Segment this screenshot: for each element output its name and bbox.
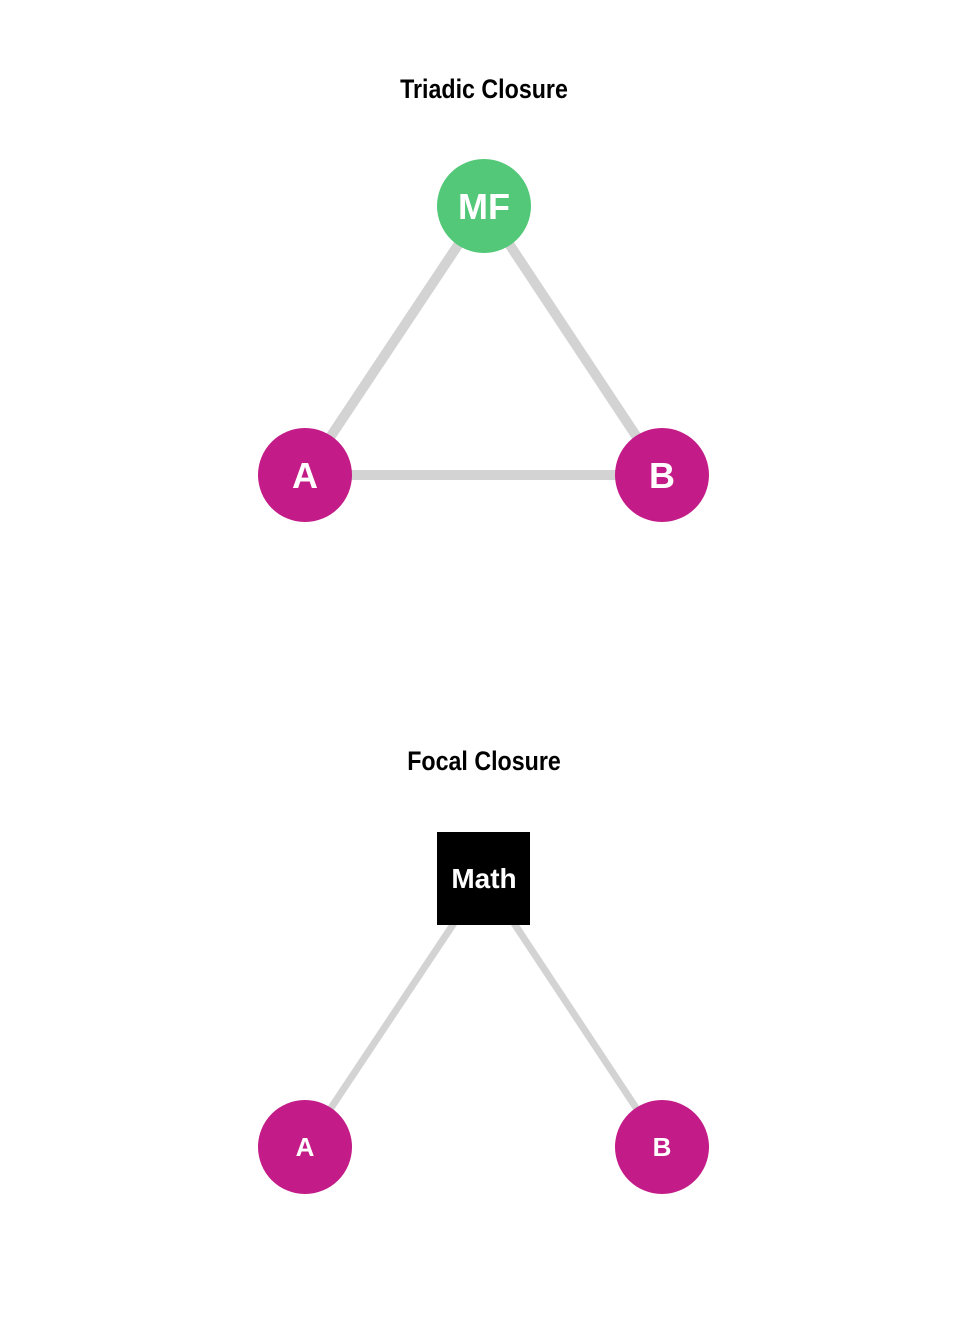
node-b-circle <box>615 428 709 522</box>
node-b: B <box>615 1100 709 1194</box>
node-b-circle <box>615 1100 709 1194</box>
node-math: Math <box>437 832 530 925</box>
node-b-label: B <box>653 1132 672 1162</box>
node-a-label: A <box>292 455 318 496</box>
edge-mf-b <box>479 203 667 478</box>
focal-closure-graph: Math A B <box>258 832 709 1194</box>
node-mf-label: MF <box>458 186 510 227</box>
triadic-closure-graph: MF A B <box>258 159 709 522</box>
node-mf-circle <box>437 159 531 253</box>
edge-mf-a <box>300 203 489 478</box>
triadic-closure-title: Triadic Closure <box>400 74 568 104</box>
focal-closure-panel: Focal Closure Math A B <box>0 672 960 1344</box>
node-a-circle <box>258 428 352 522</box>
node-math-square <box>437 832 530 925</box>
node-mf: MF <box>437 159 531 253</box>
triadic-closure-panel: Triadic Closure MF A B <box>258 74 709 522</box>
node-b-label: B <box>649 455 675 496</box>
node-b: B <box>615 428 709 522</box>
node-a: A <box>258 428 352 522</box>
node-math-label: Math <box>451 863 516 894</box>
node-a: A <box>258 1100 352 1194</box>
focal-closure-title: Focal Closure <box>407 746 561 776</box>
node-a-label: A <box>296 1132 315 1162</box>
node-a-circle <box>258 1100 352 1194</box>
